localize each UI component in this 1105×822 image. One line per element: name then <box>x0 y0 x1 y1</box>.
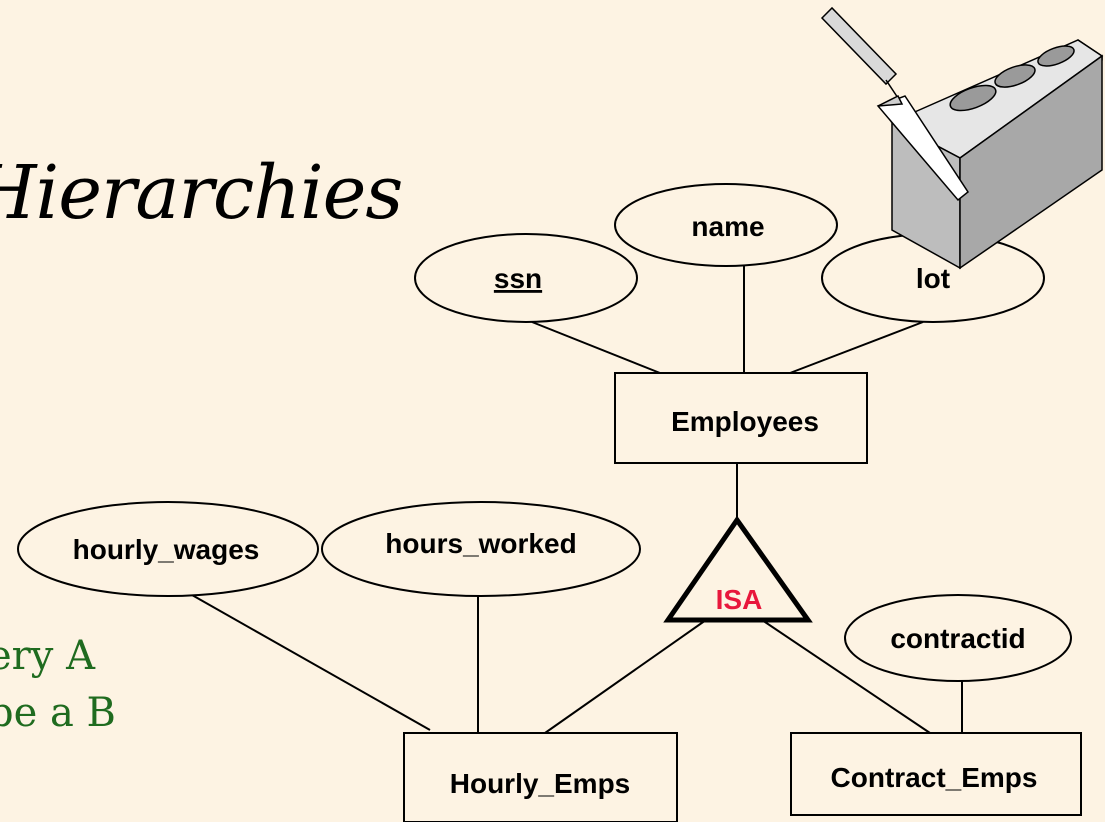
note-line-2: be a B <box>0 690 116 736</box>
brick-and-trowel-icon <box>820 6 1104 270</box>
entity-hourly-emps: Hourly_Emps <box>403 732 678 822</box>
connector-lines <box>191 266 963 734</box>
attr-hours-worked: hours_worked <box>321 501 641 597</box>
entity-contract-emps-label: Contract_Emps <box>831 762 1038 793</box>
attr-hourly-wages: hourly_wages <box>17 501 319 597</box>
line-isa-hourly <box>544 619 707 734</box>
attr-ssn: ssn <box>414 233 638 323</box>
entity-employees-label: Employees <box>671 406 819 437</box>
attr-hours-worked-label: hours_worked <box>385 528 576 559</box>
attr-name-label: name <box>691 211 764 242</box>
line-lot-employees <box>789 321 924 374</box>
line-wages-hourly <box>191 594 431 731</box>
entity-employees: Employees <box>614 372 868 464</box>
attr-name: name <box>614 183 838 267</box>
entity-contract-emps: Contract_Emps <box>790 732 1082 816</box>
note-line-1: ery A <box>0 633 95 679</box>
attr-lot-label: lot <box>916 263 950 294</box>
attr-contractid-label: contractid <box>890 623 1025 654</box>
attr-contractid: contractid <box>844 594 1072 682</box>
line-isa-contract <box>761 619 931 734</box>
line-ssn-employees <box>531 321 661 374</box>
entity-hourly-emps-label: Hourly_Emps <box>450 768 631 799</box>
isa-relationship: ISA <box>663 515 813 623</box>
attr-ssn-label: ssn <box>494 263 542 294</box>
attr-hourly-wages-label: hourly_wages <box>73 534 260 565</box>
slide-title: Hierarchies <box>0 150 403 236</box>
isa-label: ISA <box>716 584 763 615</box>
attr-lot: lot <box>821 233 1045 323</box>
